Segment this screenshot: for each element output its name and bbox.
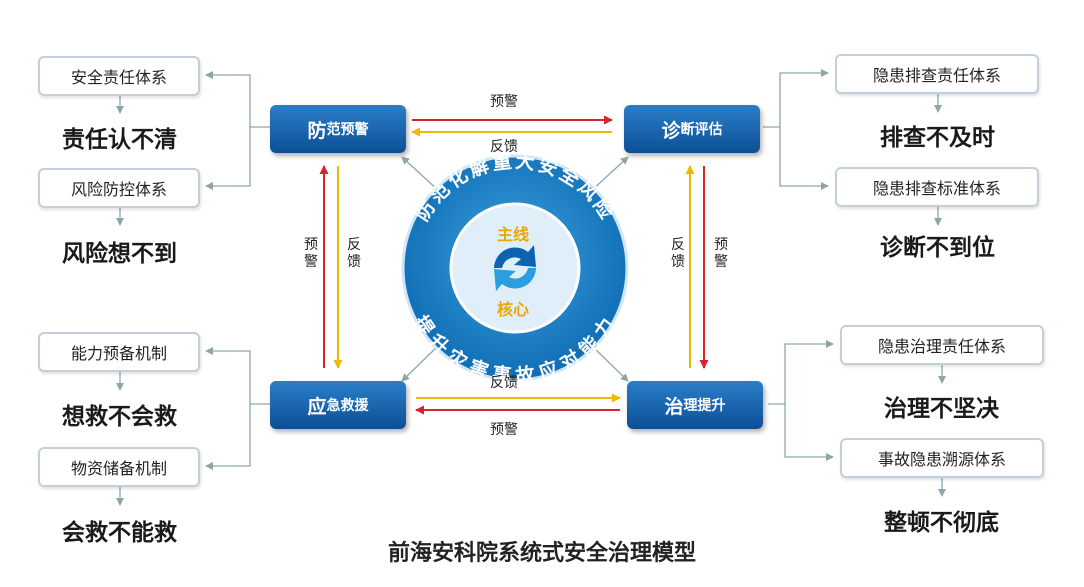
left-feedback-label: 反馈 xyxy=(347,237,361,270)
right-lower-bracket xyxy=(768,340,946,497)
bottom-feedback-label: 反馈 xyxy=(490,375,518,391)
stage-diagnose-assess: 诊断评估 xyxy=(624,105,760,153)
diagonal-links xyxy=(401,156,629,382)
left-problem-2: 风险想不到 xyxy=(62,241,177,267)
right-feedback-label: 反馈 xyxy=(671,237,685,270)
right-system-box-3: 隐患治理责任体系 xyxy=(840,325,1044,365)
stage-rescue-small: 急救援 xyxy=(326,398,369,414)
top-warning-label: 预警 xyxy=(490,94,518,110)
diagram-title: 前海安科院系统式安全治理模型 xyxy=(387,541,696,566)
center-ring: 防范化解重大安全风险 提升灾害事故应对能力 xyxy=(401,150,629,387)
left-problem-4: 会救不能救 xyxy=(62,520,177,546)
stage-diagnose-big: 诊 xyxy=(661,119,681,142)
left-upper-bracket xyxy=(116,71,270,226)
right-system-box-4: 事故隐患溯源体系 xyxy=(840,438,1044,478)
cycle-icon xyxy=(494,245,536,291)
stage-diagnose-small: 断评估 xyxy=(680,122,723,138)
right-warning-label: 预警 xyxy=(714,237,728,270)
left-system-box-1: 安全责任体系 xyxy=(38,56,200,96)
bottom-warning-label: 预警 xyxy=(490,422,518,438)
stage-rescue-big: 应 xyxy=(307,395,327,418)
stage-prevent-warning: 防范预警 xyxy=(270,105,406,153)
left-problem-3: 想救不会救 xyxy=(62,404,177,430)
right-problem-1: 排查不及时 xyxy=(880,125,995,151)
core-label: 核心 xyxy=(497,300,530,319)
left-problem-1: 责任认不清 xyxy=(62,127,177,153)
stage-emergency-rescue: 应急救援 xyxy=(270,381,406,429)
right-system-box-2: 隐患排查标准体系 xyxy=(835,167,1039,207)
right-problem-3: 治理不坚决 xyxy=(884,396,999,422)
right-problem-2: 诊断不到位 xyxy=(880,235,995,261)
stage-prevent-big: 防 xyxy=(307,119,327,142)
left-system-box-3: 能力预备机制 xyxy=(38,332,200,372)
left-lower-bracket xyxy=(116,347,270,506)
left-warning-label: 预警 xyxy=(304,237,318,270)
stage-govern-small: 理提升 xyxy=(683,398,726,414)
right-system-box-1: 隐患排查责任体系 xyxy=(835,54,1039,94)
stage-prevent-small: 范预警 xyxy=(326,122,369,138)
left-system-box-2: 风险防控体系 xyxy=(38,168,200,208)
main-line-label: 主线 xyxy=(497,225,530,244)
left-system-box-4: 物资储备机制 xyxy=(38,447,200,487)
stage-govern-big: 治 xyxy=(664,395,684,418)
stage-governance-improve: 治理提升 xyxy=(627,381,763,429)
right-upper-bracket xyxy=(763,69,942,226)
top-feedback-label: 反馈 xyxy=(490,139,518,155)
right-problem-4: 整顿不彻底 xyxy=(884,510,999,536)
